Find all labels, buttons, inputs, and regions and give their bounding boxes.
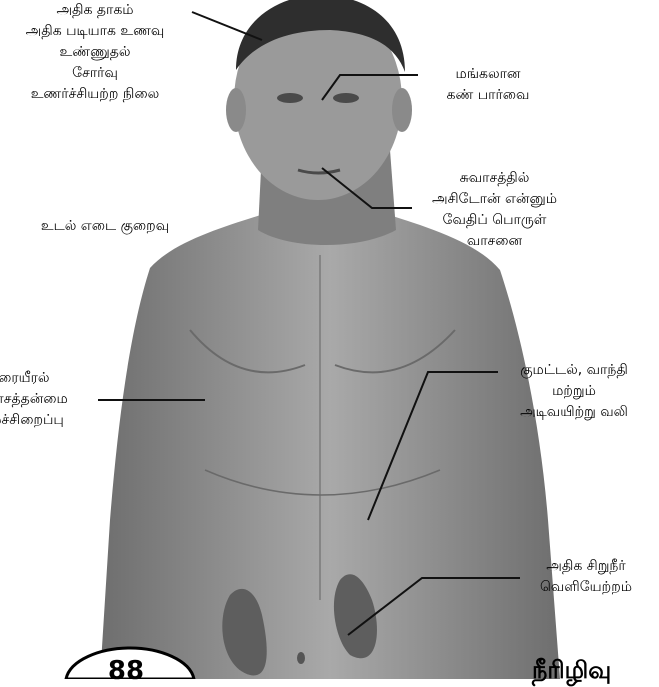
label-line: அதிக சிறுநீர் — [516, 556, 656, 577]
label-line: வேதிப் பொருள் — [412, 210, 577, 231]
label-line: அடிவயிற்று வலி — [494, 402, 654, 423]
label-line: உடல் எடை குறைவு — [14, 216, 196, 237]
label-breath: சுவாசத்தில் அசிடோன் என்னும் வேதிப் பொருள… — [412, 168, 577, 252]
label-vision: மங்கலான கண் பார்வை — [418, 64, 558, 106]
navel — [297, 652, 305, 664]
torso — [100, 212, 560, 679]
label-urine: அதிக சிறுநீர் வெளியேற்றம் — [516, 556, 656, 598]
label-line: உண்ணுதல் — [6, 42, 184, 63]
label-line: சோர்வு — [6, 63, 184, 84]
corner-heading: நீரிழிவு — [532, 656, 611, 687]
label-line: மங்கலான — [418, 64, 558, 85]
label-line: அதிக தாகம் — [6, 0, 184, 21]
label-line: கண் பார்வை — [418, 85, 558, 106]
label-line: அசிடோன் என்னும் — [412, 189, 577, 210]
label-line: அதிக படியாக உணவு — [6, 21, 184, 42]
label-line: வெளியேற்றம் — [516, 577, 656, 598]
label-line: உணர்ச்சியற்ற நிலை — [6, 84, 184, 105]
label-line: மூச்சிறைப்பு — [0, 410, 98, 431]
label-line: மற்றும் — [494, 381, 654, 402]
label-thirst: அதிக தாகம் அதிக படியாக உணவு உண்ணுதல் சோர… — [6, 0, 184, 105]
label-lung: நுரையீரல் பாசத்தன்மை மூச்சிறைப்பு — [0, 368, 98, 431]
page-number-badge: 88 — [96, 656, 156, 686]
left-eye — [277, 93, 303, 103]
label-nausea: குமட்டல், வாந்தி மற்றும் அடிவயிற்று வலி — [494, 360, 654, 423]
label-line: நுரையீரல் — [0, 368, 98, 389]
right-ear — [392, 88, 412, 132]
label-weight: உடல் எடை குறைவு — [14, 216, 196, 237]
label-line: சுவாசத்தில் — [412, 168, 577, 189]
right-eye — [333, 93, 359, 103]
label-line: பாசத்தன்மை — [0, 389, 98, 410]
label-line: குமட்டல், வாந்தி — [494, 360, 654, 381]
label-line: வாசனை — [412, 231, 577, 252]
left-ear — [226, 88, 246, 132]
